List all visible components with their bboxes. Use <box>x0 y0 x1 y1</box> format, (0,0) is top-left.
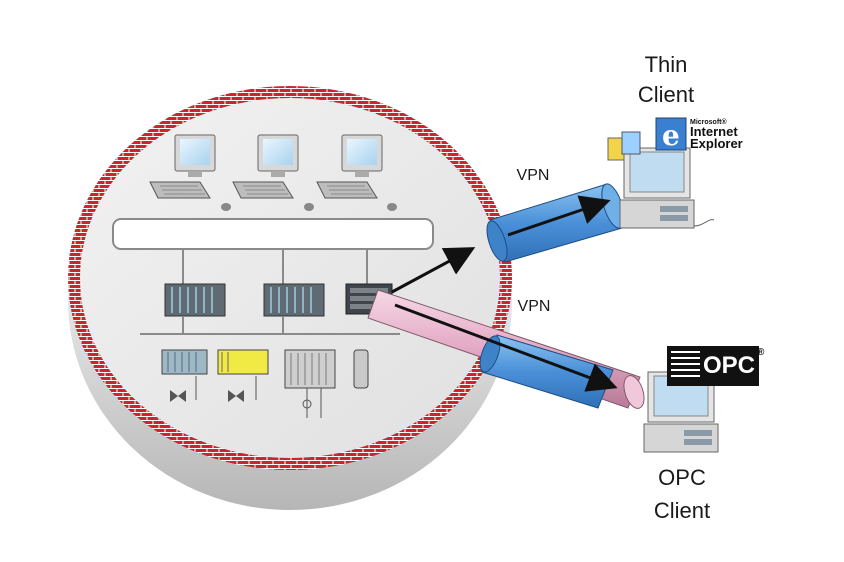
workstation-3 <box>316 134 397 211</box>
arrow-in-opc-pipe <box>394 303 618 392</box>
opc-client-label-line1: OPC <box>658 465 706 490</box>
field-module-1 <box>161 349 208 402</box>
vpn-tunnel-bottom <box>479 334 614 409</box>
automation-server-2 <box>263 283 325 317</box>
ie-logo-small-text: Microsoft® <box>690 118 728 126</box>
field-rack <box>284 349 336 418</box>
thin-client-label-line1: Thin <box>645 52 688 77</box>
automation-server-1 <box>164 283 226 317</box>
opc-client-label-line2: Client <box>654 498 710 523</box>
opc-logo-text: OPC <box>703 352 755 379</box>
workstation-2 <box>232 134 314 211</box>
workstation-1 <box>149 134 231 211</box>
field-module-2 <box>217 349 269 402</box>
opc-logo: OPC ® <box>667 346 765 386</box>
vpn-label-bottom: VPN <box>518 298 551 315</box>
field-sensor <box>353 349 369 389</box>
svg-text:e: e <box>662 119 680 152</box>
arrow-to-top-vpn <box>391 247 476 294</box>
arrow-in-top-vpn <box>507 195 611 237</box>
plant-bus <box>140 316 400 335</box>
bus-drop-lines <box>182 249 368 285</box>
thin-client-label-line2: Client <box>638 82 694 107</box>
opc-logo-registered: ® <box>757 347 765 358</box>
ie-logo-line1: Internet <box>690 124 738 139</box>
ie-e-icon <box>655 117 687 151</box>
vpn-tunnel-top <box>486 183 625 263</box>
terminal-bus <box>112 218 434 250</box>
ie-logo-line2: Explorer <box>690 136 743 151</box>
thin-client-computer <box>619 147 715 229</box>
ie-logo: e Microsoft® Internet Explorer <box>607 117 743 161</box>
vpn-label-top: VPN <box>517 167 550 184</box>
